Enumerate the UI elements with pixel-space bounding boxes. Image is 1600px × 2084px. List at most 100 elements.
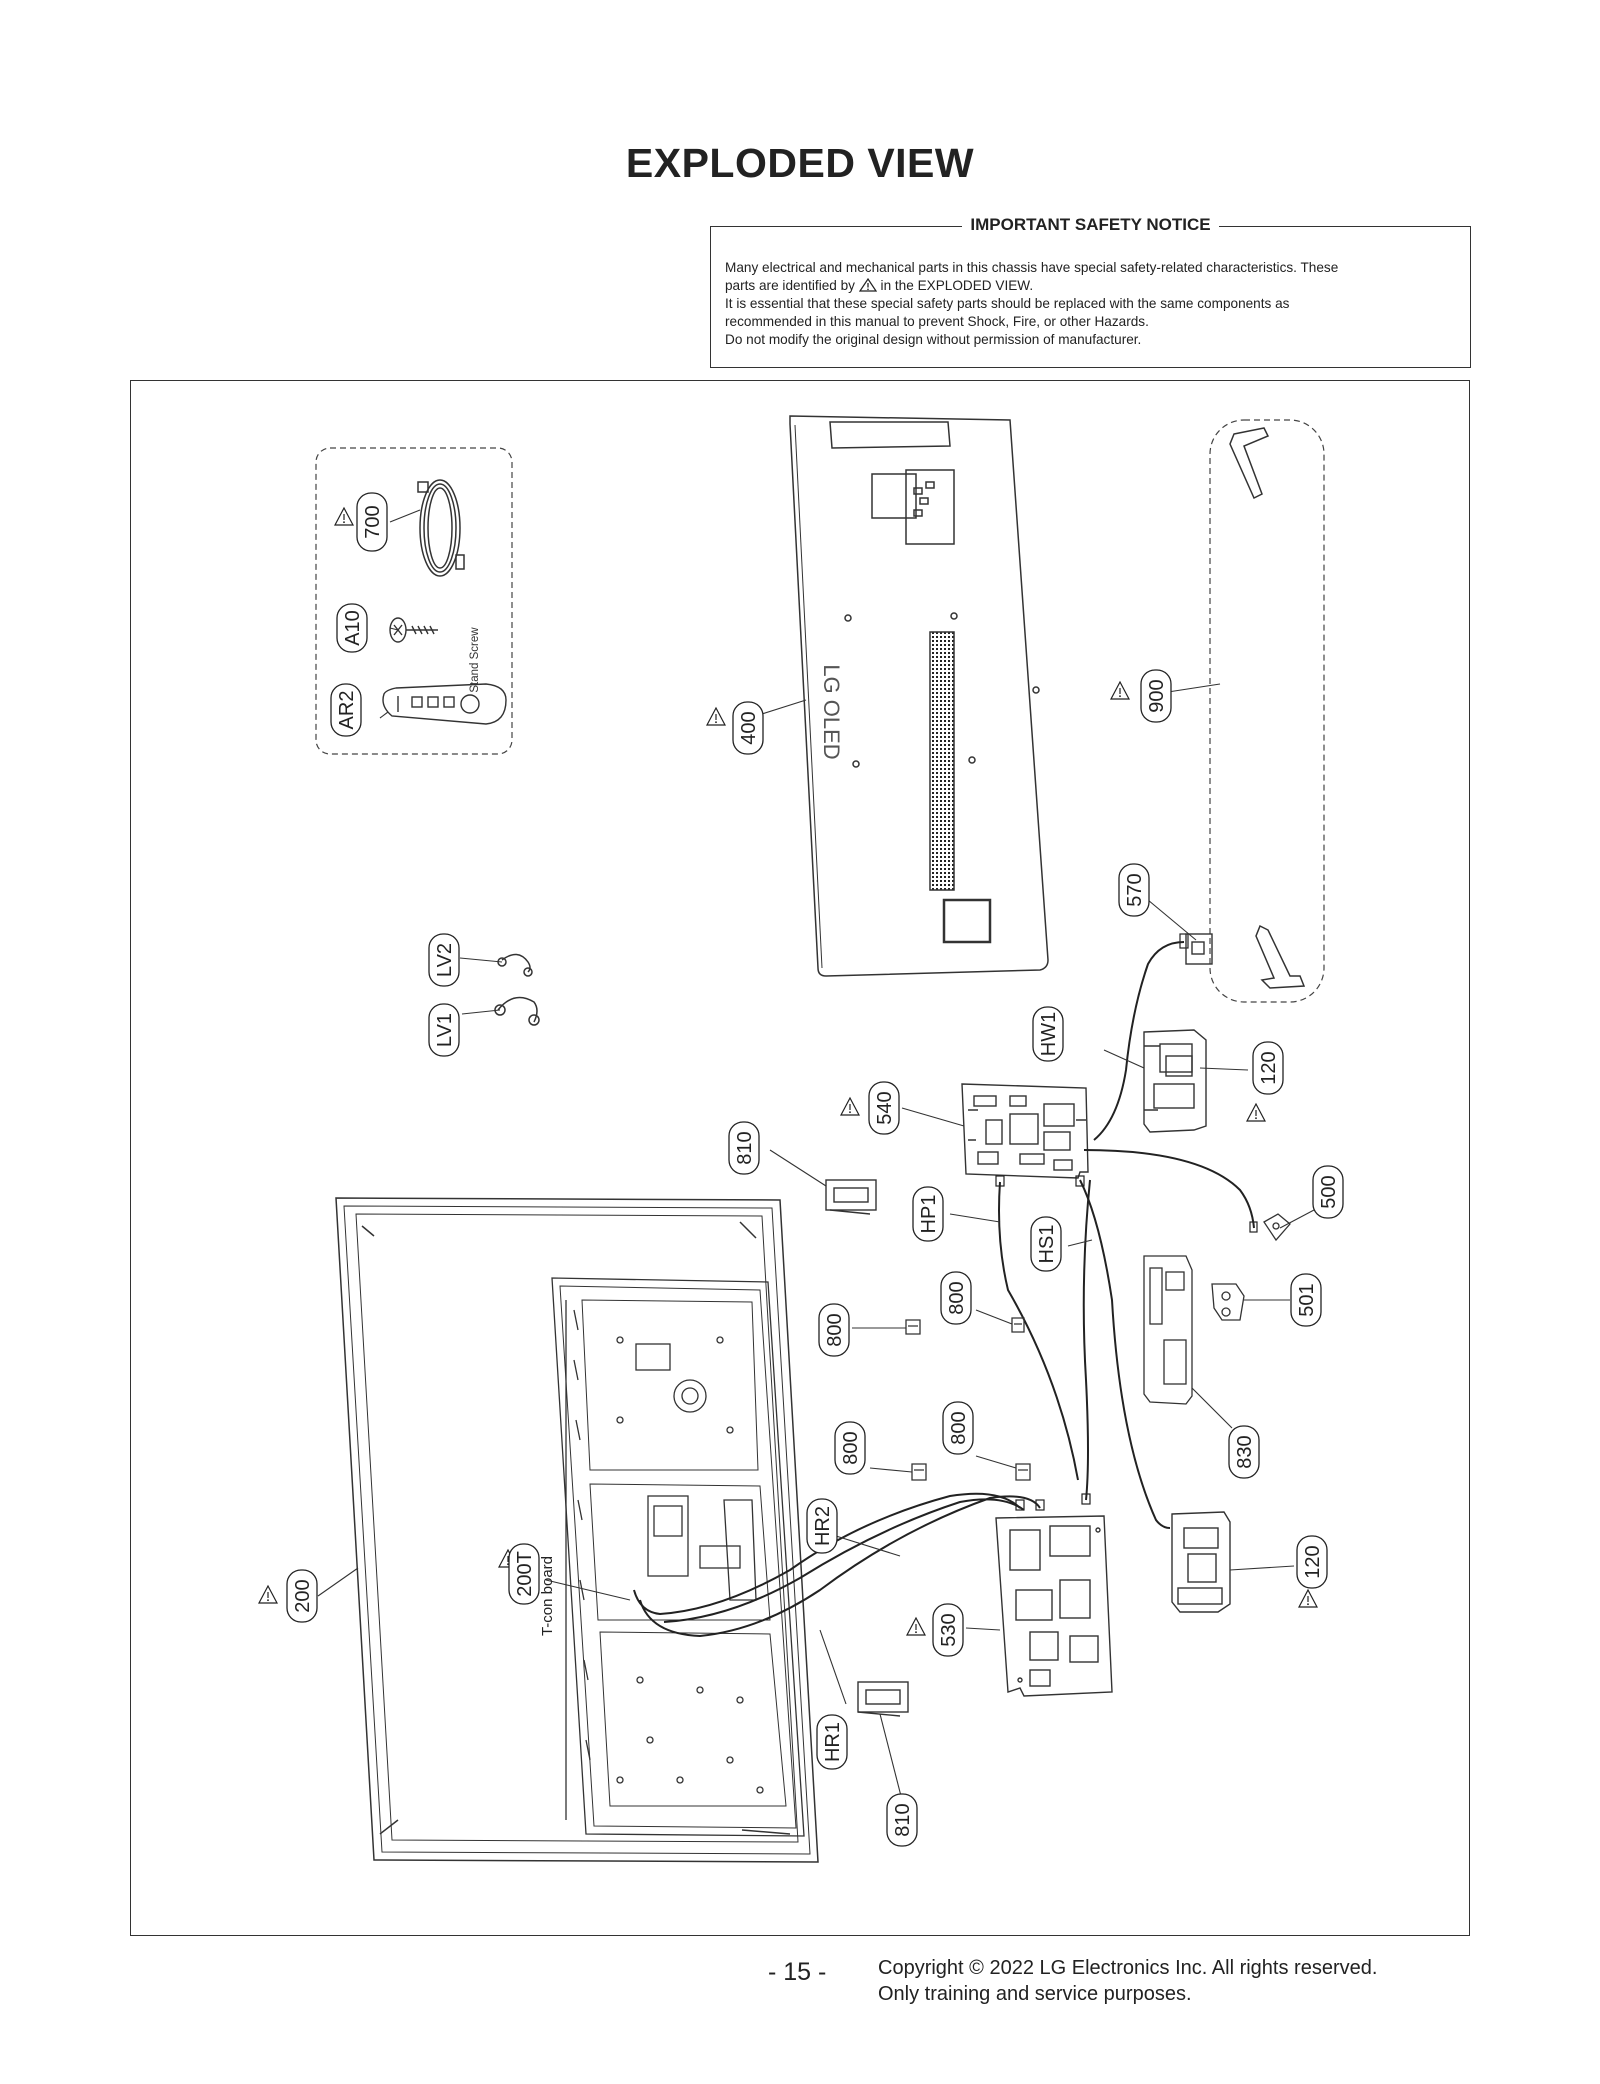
- warning-triangle-icon: [858, 278, 877, 292]
- part-label-120b: 120: [1296, 1535, 1328, 1589]
- bracket-800-c: [911, 1463, 927, 1481]
- part-number-text: 500: [1318, 1175, 1340, 1208]
- part-label-540: 540: [868, 1081, 900, 1135]
- cable-hs1: [1075, 1175, 1171, 1529]
- notice-line: parts are identified by in the EXPLODED …: [725, 277, 1456, 295]
- part-label-120a: 120: [1252, 1041, 1284, 1095]
- part-number-text: LV1: [434, 1013, 456, 1047]
- remote-control: [382, 683, 507, 725]
- part-number-text: HR1: [822, 1722, 844, 1762]
- page-number: - 15 -: [768, 1958, 827, 1986]
- notice-line: recommended in this manual to prevent Sh…: [725, 314, 1149, 329]
- part-number-text: HS1: [1036, 1225, 1058, 1264]
- diagram-frame: [130, 380, 1470, 1936]
- part-number-text: 570: [1124, 873, 1146, 906]
- stand-foot-top: [1229, 427, 1270, 500]
- part-number-text: 810: [734, 1131, 756, 1164]
- display-panel: [335, 1197, 819, 1863]
- part-label-501: 501: [1290, 1273, 1322, 1327]
- bracket-810-bottom: [857, 1681, 909, 1717]
- notice-line: It is essential that these special safet…: [725, 296, 1290, 311]
- part-label-lv2: LV2: [428, 933, 460, 987]
- part-label-hr2: HR2: [806, 1498, 838, 1554]
- safety-notice: IMPORTANT SAFETY NOTICE Many electrical …: [710, 215, 1471, 368]
- part-570-connector: [1185, 933, 1213, 965]
- part-label-a10: A10: [336, 603, 368, 653]
- page-title: EXPLODED VIEW: [625, 140, 975, 186]
- part-number-text: 800: [946, 1281, 968, 1314]
- cable-hw1: [1093, 933, 1189, 1141]
- part-number-text: 200: [292, 1579, 314, 1612]
- notice-line: Do not modify the original design withou…: [725, 332, 1142, 347]
- part-label-ar2: AR2: [330, 683, 362, 737]
- bracket-830: [1143, 1255, 1193, 1405]
- speaker-120-top: [1143, 1029, 1207, 1133]
- part-label-830: 830: [1228, 1425, 1260, 1479]
- part-label-hs1: HS1: [1030, 1216, 1062, 1272]
- part-label-400: 400: [732, 701, 764, 755]
- accessories-box: [315, 447, 513, 755]
- power-cord: [417, 479, 465, 577]
- safety-notice-title: IMPORTANT SAFETY NOTICE: [962, 215, 1219, 234]
- part-number-text: 530: [938, 1613, 960, 1646]
- part-number-text: 900: [1146, 679, 1168, 712]
- part-label-hp1: HP1: [912, 1186, 944, 1242]
- notice-line-part: in the EXPLODED VIEW.: [880, 278, 1034, 293]
- part-number-text: LV2: [434, 943, 456, 977]
- part-label-900: 900: [1140, 669, 1172, 723]
- part-label-800b: 800: [940, 1271, 972, 1325]
- part-label-700: 700: [356, 492, 388, 552]
- bracket-800-b: [1011, 1317, 1025, 1333]
- part-label-800a: 800: [818, 1303, 850, 1357]
- part-number-text: 800: [824, 1313, 846, 1346]
- part-number-text: A10: [342, 610, 364, 646]
- part-label-hw1: HW1: [1032, 1006, 1064, 1062]
- part-label-200t: 200T: [508, 1543, 540, 1605]
- part-label-lv1: LV1: [428, 1003, 460, 1057]
- stand-screw: [389, 617, 438, 643]
- cable-hp1: [995, 1175, 1079, 1481]
- part-number-text: 400: [738, 711, 760, 744]
- part-number-text: 810: [892, 1803, 914, 1836]
- part-number-text: 120: [1302, 1545, 1324, 1578]
- notice-line-part: parts are identified by: [725, 278, 855, 293]
- stand-screw-label: Stand Screw: [469, 627, 481, 693]
- part-number-text: 700: [362, 505, 384, 538]
- leader-lines: [317, 509, 1315, 1801]
- part-label-530: 530: [932, 1603, 964, 1657]
- part-number-text: HR2: [812, 1506, 834, 1546]
- copyright-line: Copyright © 2022 LG Electronics Inc. All…: [878, 1957, 1378, 1979]
- part-label-500: 500: [1312, 1165, 1344, 1219]
- tcon-board-label: T-con board: [539, 1556, 556, 1636]
- part-number-text: 540: [874, 1091, 896, 1124]
- back-cover: [789, 415, 1049, 977]
- part-number-text: 800: [840, 1431, 862, 1464]
- part-number-text: 120: [1258, 1051, 1280, 1084]
- part-number-text: HW1: [1038, 1012, 1060, 1056]
- cable-to-500: [1083, 1149, 1258, 1233]
- safety-notice-body: Many electrical and mechanical parts in …: [725, 259, 1456, 349]
- power-board: [995, 1515, 1113, 1697]
- bracket-800-d: [1015, 1463, 1031, 1481]
- part-label-810b: 810: [886, 1793, 918, 1847]
- main-board: [961, 1083, 1089, 1179]
- part-500-sensor: [1263, 1213, 1291, 1242]
- usage-line: Only training and service purposes.: [878, 1983, 1192, 2005]
- part-label-800c: 800: [834, 1421, 866, 1475]
- part-501: [1211, 1283, 1245, 1321]
- bracket-800-a: [905, 1319, 921, 1335]
- part-label-800d: 800: [942, 1401, 974, 1455]
- stand-box: [1209, 419, 1325, 1003]
- part-number-text: 800: [948, 1411, 970, 1444]
- cable-hr1: [639, 1495, 1045, 1638]
- part-number-text: 830: [1234, 1435, 1256, 1468]
- part-label-810a: 810: [728, 1121, 760, 1175]
- part-number-text: 200T: [514, 1551, 536, 1597]
- part-number-text: AR2: [336, 691, 358, 730]
- stand-foot-bottom: [1255, 924, 1306, 989]
- part-number-text: 501: [1296, 1283, 1318, 1316]
- part-label-570: 570: [1118, 863, 1150, 917]
- notice-line: Many electrical and mechanical parts in …: [725, 260, 1339, 275]
